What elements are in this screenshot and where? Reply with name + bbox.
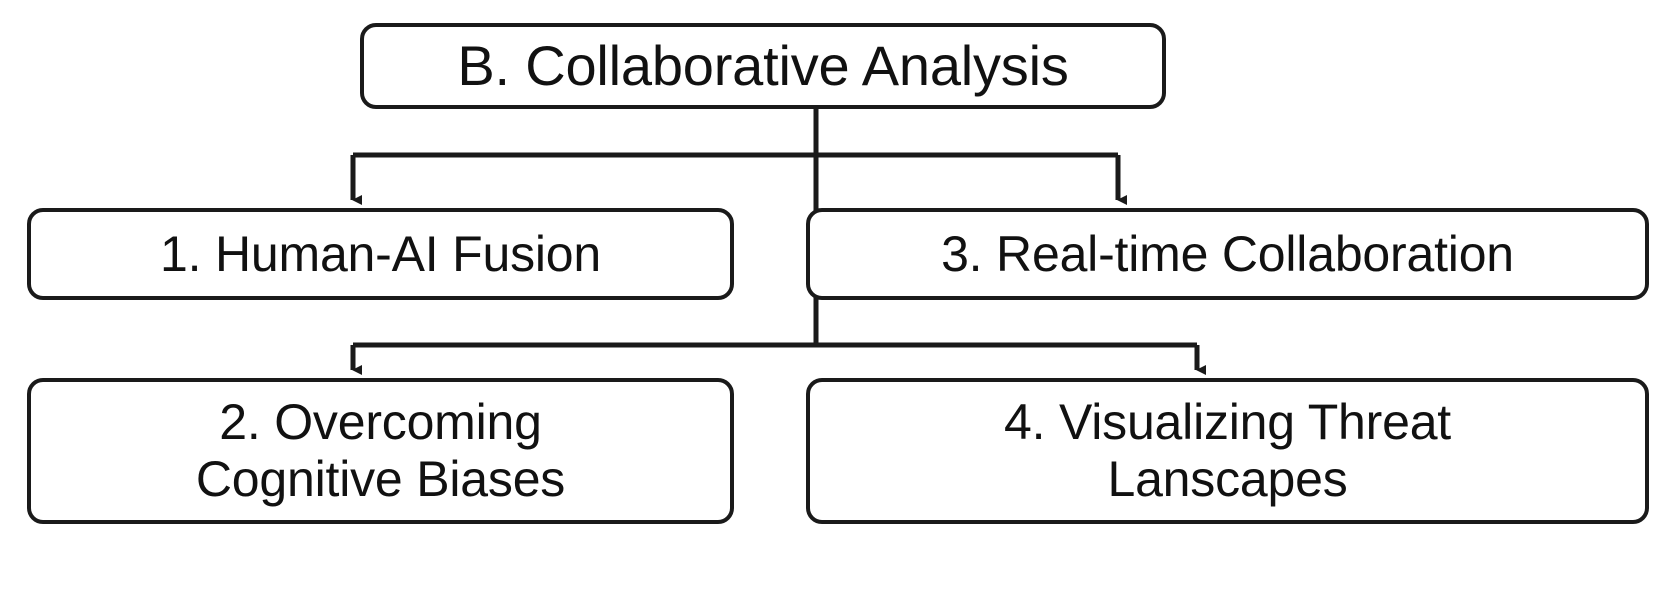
- node-root-label: B. Collaborative Analysis: [457, 34, 1069, 98]
- node-human-ai-fusion-label: 1. Human-AI Fusion: [159, 225, 602, 282]
- node-visualizing-threat-lanscapes-label: 4. Visualizing Threat Lanscapes: [1004, 394, 1451, 507]
- node-real-time-collaboration[interactable]: 3. Real-time Collaboration: [806, 208, 1649, 300]
- node-human-ai-fusion[interactable]: 1. Human-AI Fusion: [27, 208, 734, 300]
- node-overcoming-cognitive-biases[interactable]: 2. Overcoming Cognitive Biases: [27, 378, 734, 524]
- node-real-time-collaboration-label: 3. Real-time Collaboration: [941, 225, 1514, 282]
- node-root-collaborative-analysis[interactable]: B. Collaborative Analysis: [360, 23, 1166, 109]
- node-overcoming-cognitive-biases-label: 2. Overcoming Cognitive Biases: [195, 394, 566, 507]
- node-visualizing-threat-lanscapes[interactable]: 4. Visualizing Threat Lanscapes: [806, 378, 1649, 524]
